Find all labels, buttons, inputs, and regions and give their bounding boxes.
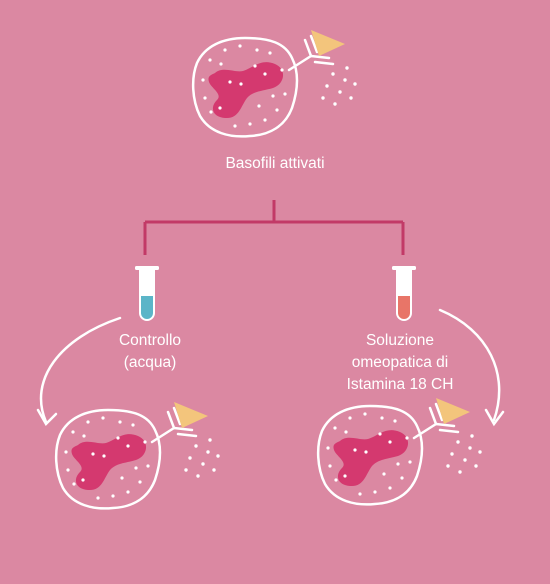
test-tube-solution bbox=[392, 266, 416, 321]
branch-connector bbox=[143, 200, 405, 255]
arrow-right-head bbox=[484, 408, 505, 427]
arrow-left bbox=[39, 316, 122, 424]
activated-basophil-top bbox=[191, 28, 358, 138]
arrow-right bbox=[438, 308, 501, 422]
arrow-left-head bbox=[36, 408, 58, 427]
basophil-solution bbox=[316, 396, 483, 506]
label-homeopathic-solution: Soluzione omeopatica di Istamina 18 CH bbox=[346, 332, 454, 393]
label-activated-basophils: Basofili attivati bbox=[225, 155, 325, 172]
label-control-water: Controllo (acqua) bbox=[118, 332, 182, 371]
test-tube-control bbox=[135, 266, 159, 321]
arrows bbox=[36, 308, 505, 427]
basophil-control bbox=[54, 400, 221, 510]
